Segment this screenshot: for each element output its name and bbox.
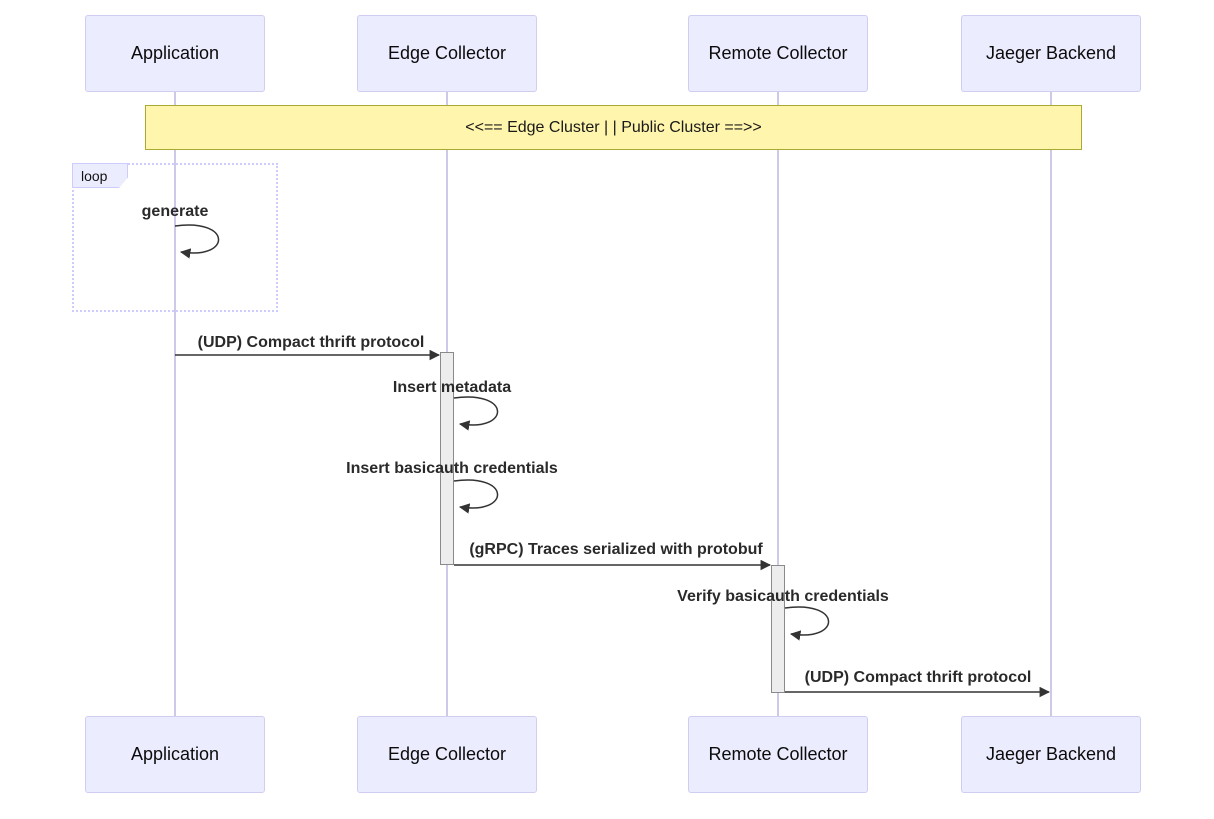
lifeline-remote-collector	[777, 92, 779, 717]
cluster-note-text: <<== Edge Cluster | | Public Cluster ==>…	[465, 118, 762, 136]
loop-frame	[72, 163, 278, 312]
message-label-insert-basicauth: Insert basicauth credentials	[346, 460, 558, 477]
actor-top-application: Application	[85, 15, 265, 92]
actor-bottom-remote-collector: Remote Collector	[688, 716, 868, 793]
actor-top-edge-collector: Edge Collector	[357, 15, 537, 92]
actor-label: Jaeger Backend	[985, 43, 1117, 63]
message-label-udp-1: (UDP) Compact thrift protocol	[197, 334, 425, 351]
loop-label: loop	[81, 167, 108, 184]
message-label-verify-basicauth: Verify basicauth credentials	[677, 588, 889, 605]
message-label-generate: generate	[141, 203, 209, 220]
arrow-self-verify-basicauth	[784, 606, 830, 641]
actor-bottom-edge-collector: Edge Collector	[357, 716, 537, 793]
message-label-grpc: (gRPC) Traces serialized with protobuf	[469, 541, 763, 558]
actor-label: Application	[130, 744, 220, 764]
actor-label: Application	[130, 43, 220, 63]
actor-label: Jaeger Backend	[985, 744, 1117, 764]
activation-edge-collector	[440, 352, 454, 565]
actor-top-remote-collector: Remote Collector	[688, 15, 868, 92]
actor-bottom-application: Application	[85, 716, 265, 793]
arrow-self-generate	[174, 224, 220, 259]
cluster-note: <<== Edge Cluster | | Public Cluster ==>…	[145, 105, 1082, 150]
actor-top-jaeger-backend: Jaeger Backend	[961, 15, 1141, 92]
actor-label: Remote Collector	[708, 744, 848, 764]
lifeline-jaeger-backend	[1050, 92, 1052, 717]
actor-bottom-jaeger-backend: Jaeger Backend	[961, 716, 1141, 793]
actor-label: Edge Collector	[387, 744, 507, 764]
activation-remote-collector	[771, 565, 785, 693]
actor-label: Edge Collector	[387, 43, 507, 63]
actor-label: Remote Collector	[708, 43, 848, 63]
message-label-insert-metadata: Insert metadata	[392, 379, 512, 396]
arrow-self-insert-basicauth	[453, 479, 499, 514]
message-label-udp-2: (UDP) Compact thrift protocol	[804, 669, 1032, 686]
lifeline-application	[174, 92, 176, 717]
arrow-self-insert-metadata	[453, 396, 499, 431]
loop-label-tab: loop	[72, 163, 128, 188]
